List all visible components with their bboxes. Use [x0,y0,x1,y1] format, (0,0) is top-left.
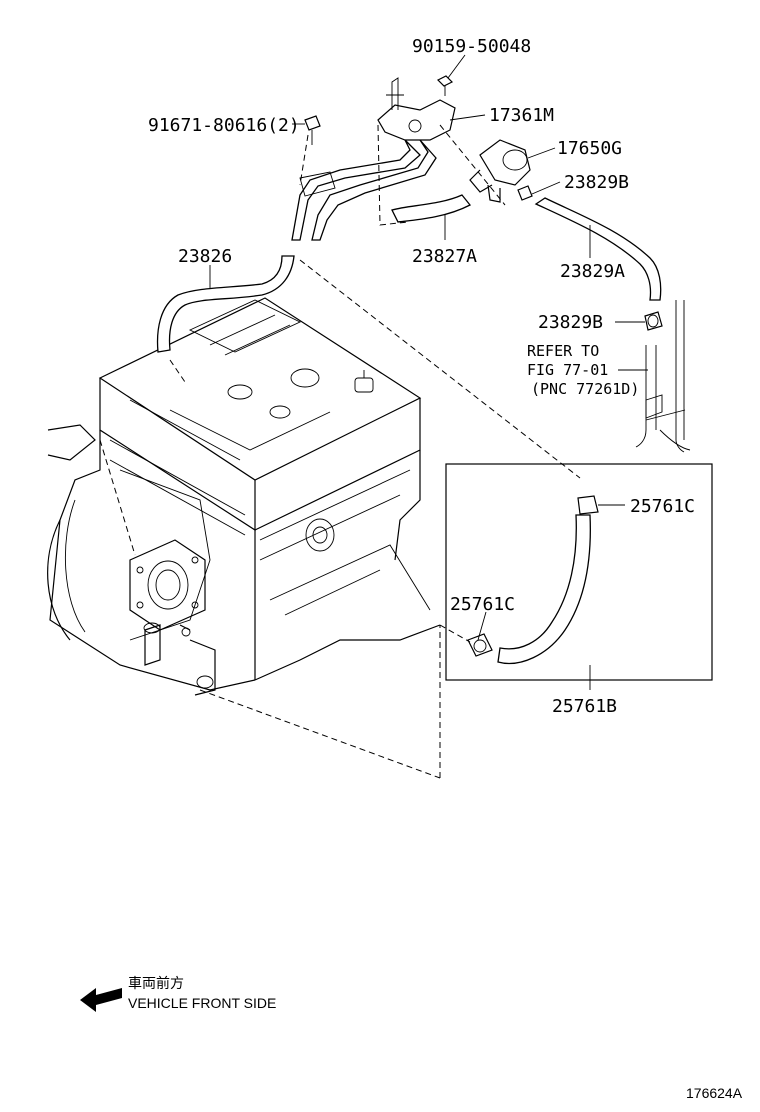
direction-jp: 車両前方 [128,975,184,991]
inset-box [445,463,713,681]
label-23826: 23826 [178,246,232,267]
engine-illustration [47,297,441,696]
vehicle-front-indicator: 車両前方 VEHICLE FRONT SIDE [80,975,276,1012]
refer-note: REFER TO FIG 77-01 (PNC 77261D) [527,342,648,398]
label-90159-50048: 90159-50048 [412,36,531,57]
label-91671-80616: 91671-80616(2) [148,115,300,136]
leader-lines [209,54,645,690]
part-labels: 90159-50048 17361M 91671-80616(2) 17650G… [148,36,695,717]
refer-line-1: REFER TO [527,342,599,360]
refer-line-2: FIG 77-01 [527,361,608,379]
label-23827A: 23827A [412,246,477,267]
left-arrow-icon [80,988,122,1012]
dashed-reference-lines [99,124,581,779]
label-17361M: 17361M [489,105,554,126]
direction-en: VEHICLE FRONT SIDE [128,995,276,1011]
refer-line-3: (PNC 77261D) [531,380,639,398]
label-25761C-left: 25761C [450,594,515,615]
label-23829B-mid: 23829B [538,312,603,333]
label-23829B-top: 23829B [564,172,629,193]
figure-id: 176624A [686,1085,743,1101]
label-23829A: 23829A [560,261,625,282]
label-25761B: 25761B [552,696,617,717]
vacuum-switching-valve-assembly [156,75,691,453]
label-25761C-right: 25761C [630,496,695,517]
label-17650G: 17650G [557,138,622,159]
